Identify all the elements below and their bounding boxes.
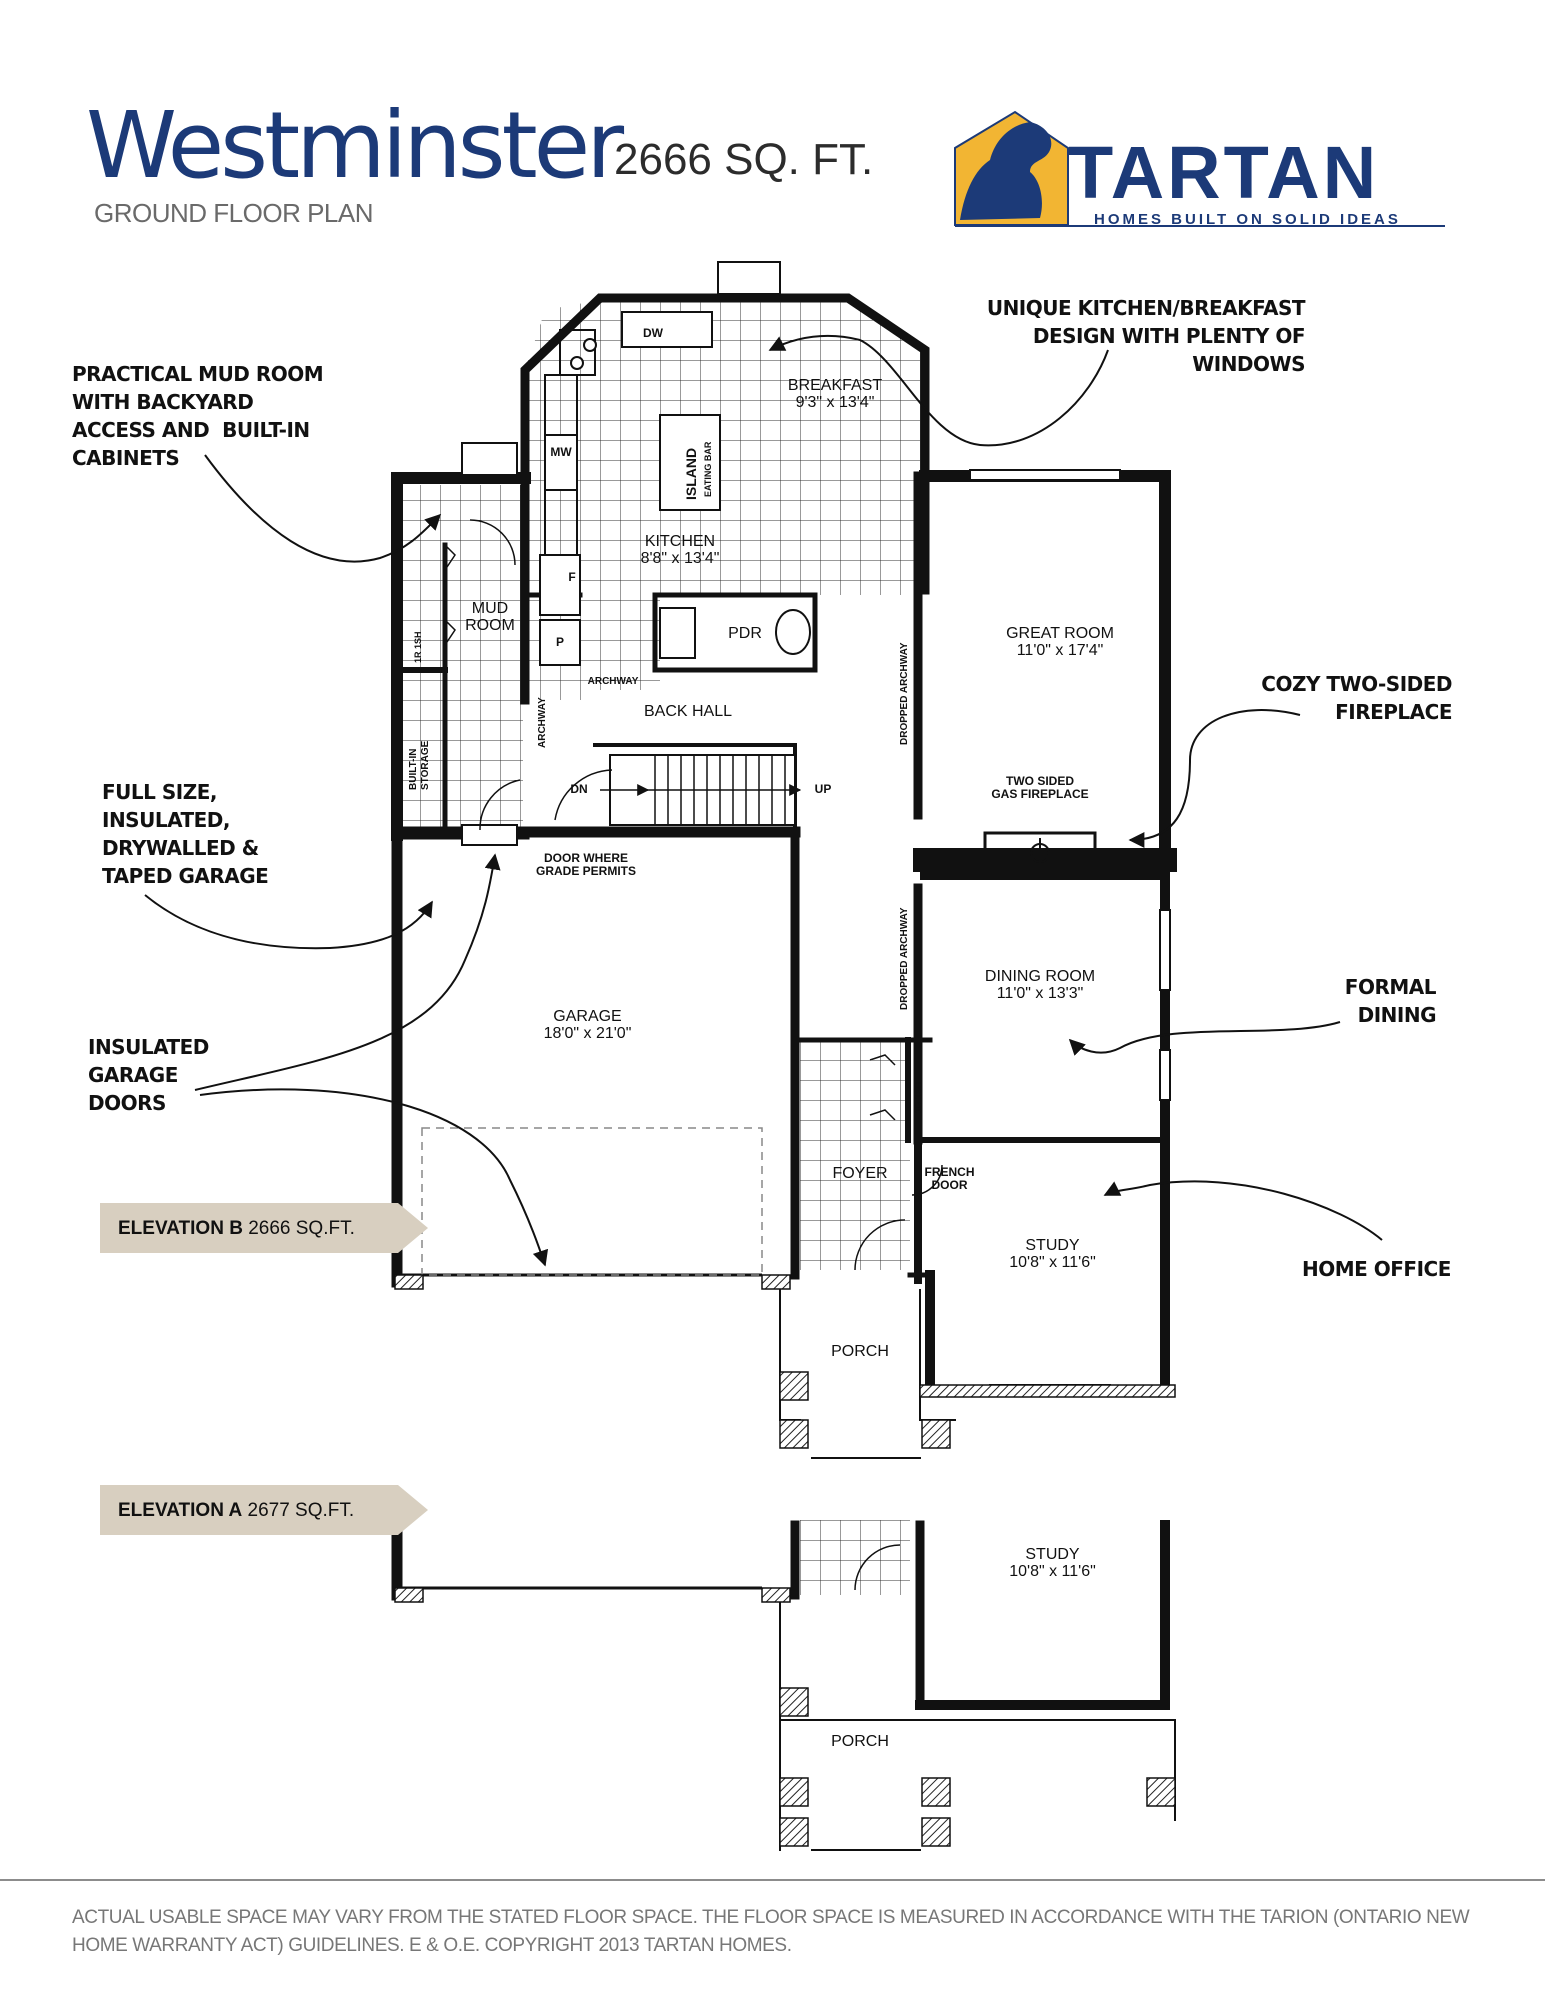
closet-shelf-label-foyer: 1R 1SH xyxy=(913,1081,923,1113)
room-porch-b: PORCH xyxy=(831,1343,889,1360)
callout-mud-room: PRACTICAL MUD ROOM WITH BACKYARD ACCESS … xyxy=(72,362,324,470)
room-back-hall: BACK HALL xyxy=(643,703,733,720)
room-mud-room: MUD ROOM xyxy=(465,600,515,634)
kitchen-fixtures xyxy=(539,311,811,666)
fridge-label: F xyxy=(568,570,576,584)
staircase xyxy=(479,754,802,831)
archway-label: ARCHWAY xyxy=(587,676,639,687)
french-door-label: FRENCH DOOR xyxy=(924,1165,975,1192)
room-dining: DINING ROOM 11'0" x 13'3" xyxy=(984,968,1096,1002)
archway-vertical-label: ARCHWAY xyxy=(537,697,548,748)
room-great-room: GREAT ROOM 11'0" x 17'4" xyxy=(1006,625,1114,659)
callout-office: HOME OFFICE xyxy=(1302,1257,1451,1281)
room-study-b: STUDY 10'8" x 11'6" xyxy=(1009,1237,1096,1271)
elevation-tags xyxy=(100,1203,428,1535)
door-where-grade-permits: DOOR WHERE GRADE PERMITS xyxy=(535,851,636,878)
elevation-a-sqft: 2677 SQ.FT. xyxy=(247,1500,355,1521)
elevation-a-label: ELEVATION A xyxy=(118,1500,243,1521)
plan-subtitle: GROUND FLOOR PLAN xyxy=(94,198,374,228)
plan-title: Westminster xyxy=(86,92,624,199)
closet-shelf-label-mud: 1R 1SH xyxy=(413,631,423,663)
room-breakfast: BREAKFAST 9'3" x 13'4" xyxy=(787,377,883,411)
room-garage: GARAGE 18'0" x 21'0" xyxy=(543,1008,632,1042)
elevation-b-sqft: 2666 SQ.FT. xyxy=(248,1218,355,1239)
callout-dining: FORMAL DINING xyxy=(1344,975,1437,1027)
stairs-down-label: DN xyxy=(570,782,588,796)
room-pdr: PDR xyxy=(728,625,762,642)
fireplace-symbol xyxy=(1025,838,1055,868)
room-porch-a: PORCH xyxy=(831,1733,889,1750)
callout-arrows xyxy=(144,334,1383,1267)
stairs-up-label: UP xyxy=(814,782,832,796)
garage-doors xyxy=(400,1127,763,1590)
island-label: ISLAND xyxy=(683,447,699,500)
door-swings xyxy=(444,519,943,1591)
elevation-b-label: ELEVATION B xyxy=(118,1218,243,1239)
brand-name: TARTAN xyxy=(1068,131,1380,214)
callout-kitchen: UNIQUE KITCHEN/BREAKFAST DESIGN WITH PLE… xyxy=(986,296,1306,376)
callout-fireplace: COZY TWO-SIDED FIREPLACE xyxy=(1261,672,1452,724)
built-in-storage-label: BUILT-IN STORAGE xyxy=(408,740,431,790)
dropped-archway-lower: DROPPED ARCHWAY xyxy=(899,907,910,1010)
callout-garage: FULL SIZE, INSULATED, DRYWALLED & TAPED … xyxy=(102,780,269,888)
dropped-archway-upper: DROPPED ARCHWAY xyxy=(899,642,910,745)
room-fireplace: TWO SIDED GAS FIREPLACE xyxy=(991,774,1089,801)
footer-disclaimer: ACTUAL USABLE SPACE MAY VARY FROM THE ST… xyxy=(72,1907,1470,1956)
elevation-a-tag: ELEVATION A 2677 SQ.FT. xyxy=(118,1500,354,1522)
dishwasher-label: DW xyxy=(643,326,663,340)
elevation-b-tag: ELEVATION B 2666 SQ.FT. xyxy=(118,1218,355,1240)
callout-garage-doors: INSULATED GARAGE DOORS xyxy=(88,1035,209,1115)
room-foyer: FOYER xyxy=(832,1165,888,1182)
plan-square-footage: 2666 SQ. FT. xyxy=(614,135,874,184)
pantry-label: P xyxy=(555,635,564,649)
tile-areas xyxy=(403,300,925,1595)
room-kitchen: KITCHEN 8'8" x 13'4" xyxy=(640,533,720,567)
brand-tagline: HOMES BUILT ON SOLID IDEAS xyxy=(1094,211,1401,228)
microwave-label: MW xyxy=(550,445,572,459)
room-study-a: STUDY 10'8" x 11'6" xyxy=(1009,1546,1096,1580)
eating-bar-label: EATING BAR xyxy=(703,441,713,497)
porch-posts xyxy=(394,1274,1176,1847)
tartan-logo xyxy=(954,110,1445,227)
